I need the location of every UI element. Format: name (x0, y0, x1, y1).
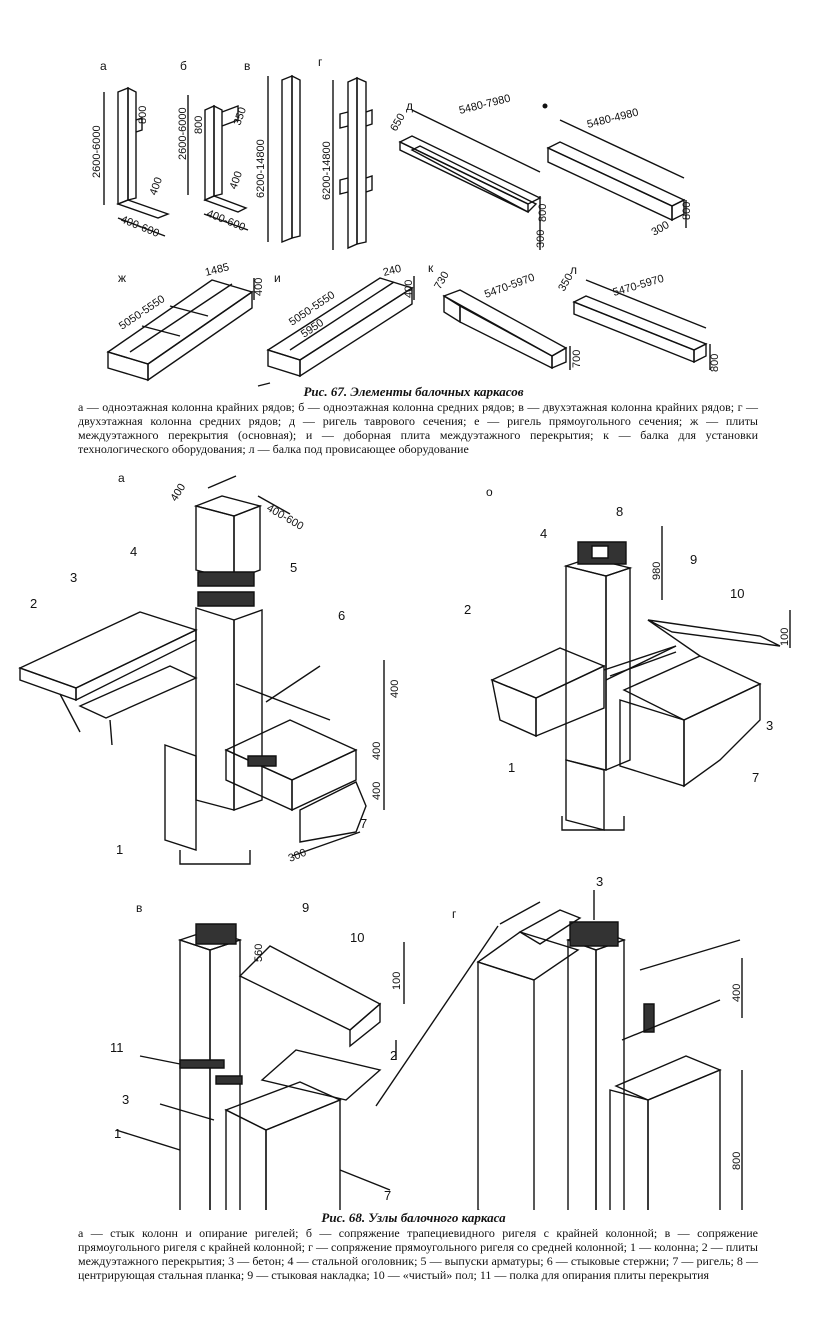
dim-68a-400-2: 400 (371, 742, 383, 760)
callout-10-v: 10 (350, 930, 364, 945)
dim-68a-300: 300 (287, 847, 309, 865)
dim-68a-400: 400 (168, 482, 188, 504)
dim-68v-560: 560 (253, 944, 265, 962)
dim-68a-400-3: 400 (371, 782, 383, 800)
dim-e-300: 300 (650, 219, 672, 239)
dim-d-300: 300 (535, 230, 547, 248)
figure-67-caption: Рис. 67. Элементы балочных каркасов (303, 384, 524, 399)
callout-4-a: 4 (130, 544, 137, 559)
girder-rectangular (548, 120, 686, 228)
label-68-b: о (486, 485, 493, 499)
girder-t-section (400, 110, 540, 250)
label-68-a: а (118, 471, 125, 485)
label-68-g: г (452, 907, 457, 921)
dim-b-350: 350 (232, 106, 250, 127)
dim-68a-400-1: 400 (389, 680, 401, 698)
dim-d-800: 800 (537, 204, 549, 222)
label-k: к (428, 261, 434, 275)
dim-zh-400: 400 (253, 278, 265, 296)
dim-d-650: 650 (388, 112, 408, 134)
beam-equipment (444, 290, 570, 370)
label-i: и (274, 271, 281, 285)
dim-l-length: 5470-5970 (612, 273, 666, 299)
dim-68a-400-600: 400-600 (265, 502, 306, 533)
label-v: в (244, 59, 250, 73)
column-middle-two-storey (333, 78, 372, 250)
node-a-column-joint (20, 476, 384, 864)
dim-e-800: 800 (681, 202, 693, 220)
marker-dot (542, 103, 548, 109)
callout-7-v: 7 (384, 1188, 391, 1203)
dim-k-length: 5470-5970 (483, 272, 537, 301)
dim-b-height: 2600-6000 (177, 107, 189, 160)
label-g: г (318, 55, 323, 69)
dim-a-top: 800 (137, 106, 149, 124)
dim-l-800: 800 (709, 354, 721, 372)
figure-67-drawing: а б в г д ж и к л 2600-6000 800 400 400-… (91, 55, 721, 392)
dim-i-240: 240 (382, 263, 403, 279)
figure-68-caption: Рис. 68. Узлы балочного каркаса (321, 1210, 506, 1225)
floor-slab-additional (268, 276, 414, 376)
callout-7-a: 7 (360, 816, 367, 831)
label-68-v: в (136, 901, 142, 915)
callout-2-a: 2 (30, 596, 37, 611)
callout-11-v: 11 (110, 1040, 124, 1055)
floor-slab-main (108, 278, 254, 380)
callout-2-b: 2 (464, 602, 471, 617)
callout-7-b: 7 (752, 770, 759, 785)
callout-3-v: 3 (122, 1092, 129, 1107)
dim-d-length: 5480-7980 (458, 93, 512, 117)
label-d: д (406, 99, 413, 113)
dim-b-800: 800 (193, 116, 205, 134)
callout-8-b: 8 (616, 504, 623, 519)
callout-9-v: 9 (302, 900, 309, 915)
figure-68-legend: а — стык колонн и опирание ригелей; б — … (78, 1226, 758, 1282)
dim-68g-400: 400 (731, 984, 743, 1002)
dim-68b-980: 980 (651, 562, 663, 580)
dim-k-700: 700 (571, 350, 583, 368)
dim-b-bottom: 400-600 (205, 208, 247, 234)
label-zh: ж (118, 271, 126, 285)
dim-b-400: 400 (228, 170, 246, 191)
callout-3-a: 3 (70, 570, 77, 585)
dim-a-bottom: 400-600 (119, 214, 161, 240)
callout-4-b: 4 (540, 526, 547, 541)
dim-a-400: 400 (148, 176, 166, 197)
node-v-rectangular-edge (116, 924, 404, 1210)
callout-2-v: 2 (390, 1048, 397, 1063)
column-edge-two-storey (268, 76, 300, 242)
callout-1-b: 1 (508, 760, 515, 775)
column-edge-one-storey (104, 88, 168, 236)
callout-3-g: 3 (596, 874, 603, 889)
figure-68-drawing: а о в г 400 400-600 400 400 400 300 980 … (0, 471, 791, 1210)
dim-68g-800: 800 (731, 1152, 743, 1170)
dim-68b-100: 100 (779, 628, 791, 646)
figure-67-legend: а — одноэтажная колонна крайних рядов; б… (78, 400, 758, 456)
label-a: а (100, 59, 107, 73)
dim-zh-1485: 1485 (204, 261, 231, 279)
dim-g-height: 6200-14800 (321, 141, 333, 200)
dim-i-400: 400 (403, 280, 415, 298)
node-g-rectangular-middle (376, 890, 750, 1210)
dim-k-730: 730 (432, 270, 452, 292)
dim-e-length: 5480-4980 (586, 107, 640, 131)
callout-10-b: 10 (730, 586, 744, 601)
callout-1-v: 1 (114, 1126, 121, 1141)
callout-9-b: 9 (690, 552, 697, 567)
pointer-line (258, 383, 270, 386)
beam-hanging-equipment (574, 280, 710, 370)
column-middle-one-storey (188, 95, 248, 230)
node-b-trapezoid-girder (492, 526, 790, 830)
label-l: л (570, 263, 577, 277)
callout-1-a: 1 (116, 842, 123, 857)
callout-5-a: 5 (290, 560, 297, 575)
label-b: б (180, 59, 187, 73)
dim-a-height: 2600-6000 (91, 125, 103, 178)
dim-v-height: 6200-14800 (255, 139, 267, 198)
dim-68v-100: 100 (391, 972, 403, 990)
callout-6-a: 6 (338, 608, 345, 623)
callout-3-b: 3 (766, 718, 773, 733)
